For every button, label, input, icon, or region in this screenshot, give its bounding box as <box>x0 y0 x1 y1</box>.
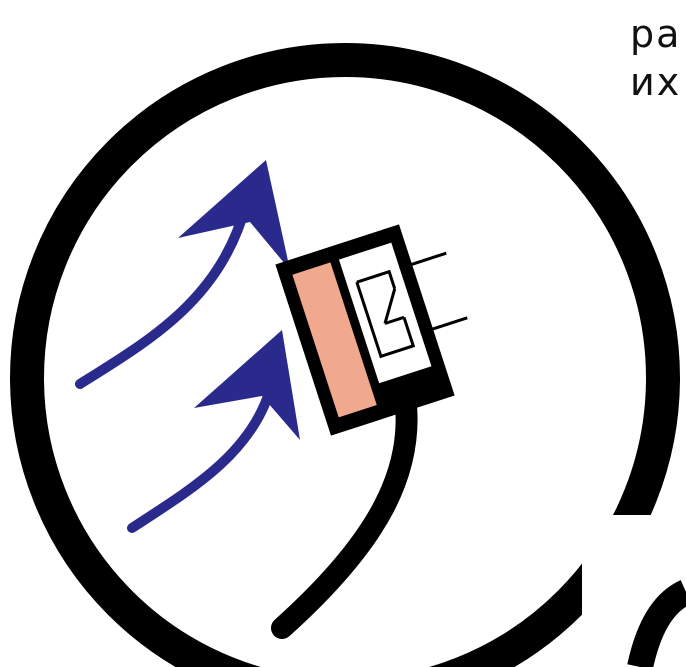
terminal-pin-top <box>399 251 447 270</box>
airflow-arrow-upper <box>75 160 290 389</box>
switch-contact-icon <box>355 269 416 359</box>
second-ring-arc <box>627 580 686 667</box>
thermal-sensor-icon <box>275 224 468 436</box>
outer-ring <box>10 43 680 667</box>
sensor-cable <box>271 384 418 639</box>
sensor-element <box>292 262 377 418</box>
slide-text: ра их <box>630 10 681 106</box>
slide-text-line-1: ра <box>630 12 682 56</box>
terminal-pin-bottom <box>420 316 468 335</box>
slide-text-line-2: их <box>630 60 682 104</box>
airflow-arrow-lower <box>127 330 300 533</box>
